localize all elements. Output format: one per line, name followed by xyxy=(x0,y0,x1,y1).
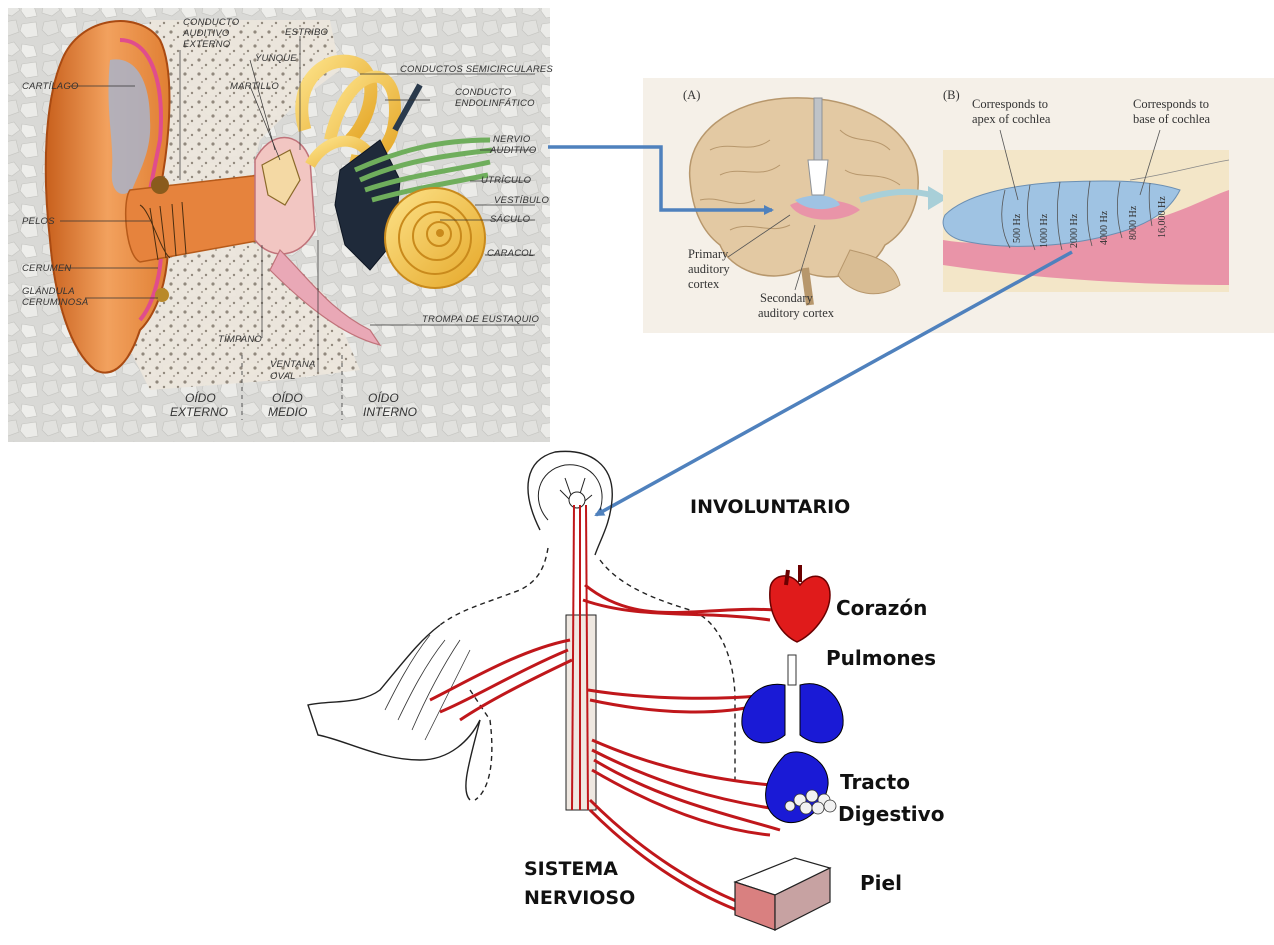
label-nervio-1: NERVIO xyxy=(493,134,531,145)
primary-label-2: auditory xyxy=(688,262,730,276)
head-brain xyxy=(538,465,602,520)
label-cartilago: CARTÍLAGO xyxy=(22,81,79,92)
apex-label-1: Corresponds to xyxy=(972,97,1048,111)
label-vestibulo: VESTÍBULO xyxy=(494,195,550,206)
label-conducto-3: EXTERNO xyxy=(183,39,231,50)
probe-tip xyxy=(808,160,828,195)
label-oido-medio-2: MEDIO xyxy=(268,405,307,419)
panel-b-label: (B) xyxy=(943,88,960,102)
label-estribo: ESTRIBO xyxy=(285,27,329,38)
label-timpano: TÍMPANO xyxy=(218,334,262,345)
freq-2000: 2000 Hz xyxy=(1069,213,1080,248)
base-label-1: Corresponds to xyxy=(1133,97,1209,111)
label-martillo: MARTILLO xyxy=(230,81,279,92)
label-glandula-1: GLÁNDULA xyxy=(22,286,75,297)
lung-right xyxy=(800,684,843,743)
label-conducto-endo-2: ENDOLINFÁTICO xyxy=(455,98,535,109)
label-trompa: TROMPA DE EUSTAQUIO xyxy=(422,314,540,325)
gland xyxy=(151,176,169,194)
label-ventana-1: VENTANA xyxy=(270,359,316,370)
label-ventana-2: OVAL xyxy=(270,371,296,382)
auditory-cortex-panel: (A) (B) Primary auditory cortex Secondar… xyxy=(643,78,1274,333)
secondary-label-1: Secondary xyxy=(760,291,814,305)
ear-anatomy-illustration: CONDUCTO AUDITIVO EXTERNO ESTRIBO YUNQUE… xyxy=(8,8,553,442)
trachea xyxy=(788,655,796,685)
label-saculo: SÁCULO xyxy=(490,214,531,225)
label-nervio-2: AUDITIVO xyxy=(489,145,537,156)
label-nervioso: NERVIOSO xyxy=(524,887,635,909)
label-conducto-2: AUDITIVO xyxy=(182,28,230,39)
label-oido-externo-2: EXTERNO xyxy=(170,405,228,419)
label-cerumen: CERUMEN xyxy=(22,263,71,274)
freq-16000: 16,000 Hz xyxy=(1157,196,1168,238)
panel-a-label: (A) xyxy=(683,88,700,102)
apex-label-2: apex of cochlea xyxy=(972,112,1051,126)
probe-stick xyxy=(814,98,822,160)
label-pulmones: Pulmones xyxy=(826,646,936,670)
label-conductos-semicirculares: CONDUCTOS SEMICIRCULARES xyxy=(400,64,553,75)
label-digestivo: Digestivo xyxy=(838,802,944,826)
label-utriculo: UTRÍCULO xyxy=(481,175,532,186)
nervous-system-illustration: INVOLUNTARIO Corazón Pulmones Tracto Dig… xyxy=(308,451,944,930)
label-sistema: SISTEMA xyxy=(524,858,618,880)
heart xyxy=(770,576,830,642)
freq-8000: 8000 Hz xyxy=(1128,205,1139,240)
label-conducto-1: CONDUCTO xyxy=(183,17,240,28)
label-oido-externo-1: OÍDO xyxy=(185,390,216,405)
primary-label-1: Primary xyxy=(688,247,729,261)
base-label-2: base of cochlea xyxy=(1133,112,1210,126)
lung-left xyxy=(742,684,785,743)
label-involuntario: INVOLUNTARIO xyxy=(690,496,850,518)
label-oido-interno-2: INTERNO xyxy=(363,405,417,419)
secondary-label-2: auditory cortex xyxy=(758,306,835,320)
freq-500: 500 Hz xyxy=(1012,213,1023,243)
label-corazon: Corazón xyxy=(836,596,927,620)
label-yunque: YUNQUE xyxy=(255,53,297,64)
label-piel: Piel xyxy=(860,871,902,895)
freq-4000: 4000 Hz xyxy=(1099,210,1110,245)
label-glandula-2: CERUMINOSA xyxy=(22,297,88,308)
label-oido-medio-1: OÍDO xyxy=(272,390,303,405)
label-caracol: CARACOL xyxy=(487,248,534,259)
label-tracto: Tracto xyxy=(840,770,910,794)
freq-1000: 1000 Hz xyxy=(1039,213,1050,248)
label-conducto-endo-1: CONDUCTO xyxy=(455,87,512,98)
body-outline xyxy=(308,451,735,800)
primary-label-3: cortex xyxy=(688,277,720,291)
cerumen-gland xyxy=(155,288,169,302)
label-oido-interno-1: OÍDO xyxy=(368,390,399,405)
label-pelos: PELOS xyxy=(22,216,55,227)
